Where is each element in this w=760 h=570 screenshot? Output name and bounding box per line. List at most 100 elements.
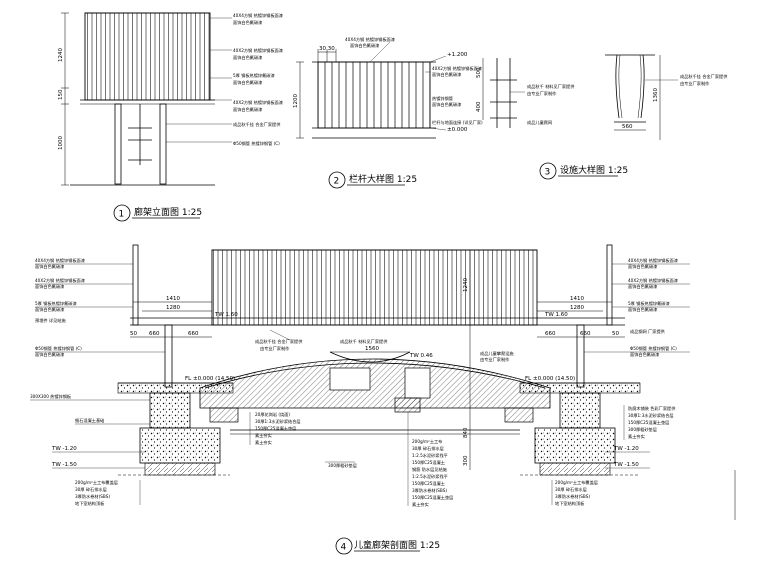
note-v2-3: 40X2方钢 热镀锌钢板面漆 bbox=[432, 65, 482, 72]
view-1-number: 1 bbox=[119, 210, 125, 220]
level-1200: +1.200 bbox=[447, 52, 468, 58]
note-sec-r5: 5厚 钢板热镀锌氟碳漆 bbox=[628, 300, 670, 307]
dim-1280-right: 1280 bbox=[570, 305, 584, 311]
note-sec-c6: 20厚花岗岩 (烧面) bbox=[255, 411, 290, 418]
view-4-title: 儿童廊架剖面图 1:25 bbox=[354, 539, 440, 551]
note-sec-c18: 150厚C25混凝土 bbox=[412, 480, 445, 487]
note-sec-c4: 成品儿童攀爬设施 bbox=[480, 350, 514, 357]
note-v2-1: 40X4方钢 热镀锌钢板面漆 bbox=[345, 36, 395, 43]
note-v3-1: 成品秋千 材料见厂家提供 bbox=[527, 83, 574, 90]
dim-300: 300 bbox=[463, 455, 469, 466]
dim-660-left-2: 660 bbox=[188, 331, 199, 337]
note-sec-l11: 细石混凝土基础 bbox=[75, 417, 104, 424]
level-fl-left: FL ±0.000 (14.50) bbox=[185, 376, 235, 382]
note-sec-l3: 40X2方钢 热镀锌钢板面漆 bbox=[35, 277, 85, 284]
note-sec-c9: 素土夯实 bbox=[255, 432, 272, 439]
note-sec-r9: 面饰白色氟碳漆 bbox=[630, 351, 659, 358]
note-sec-c11: 300厚粗砂垫层 bbox=[328, 462, 357, 469]
dim-660-right-2: 660 bbox=[580, 331, 591, 337]
note-sec-r8: Φ50钢管 热镀锌钢管 (C) bbox=[630, 345, 677, 352]
note-sec-lb2: 30厚 碎石排水层 bbox=[75, 486, 107, 493]
dim-150: 150 bbox=[58, 89, 64, 100]
note-sec-r11: 30厚1:3水泥砂浆结合层 bbox=[628, 412, 674, 419]
note-sec-l4: 面饰白色氟碳漆 bbox=[35, 283, 64, 290]
note-sec-c20: 150厚C25混凝土垫层 bbox=[412, 494, 453, 501]
note-v2-2: 面饰白色氟碳漆 bbox=[350, 42, 379, 49]
view-4-section: 1410 1280 1410 1280 50 660 660 660 660 5… bbox=[30, 244, 736, 555]
note-sec-l1: 40X4方钢 热镀锌钢板面漆 bbox=[35, 257, 85, 264]
note-v1-9: 成品秋千挂 合金厂家提供 bbox=[233, 121, 280, 128]
level-tw-1-20-right: TW -1.20 bbox=[613, 446, 639, 452]
dim-1280-left: 1280 bbox=[166, 305, 180, 311]
note-v1-5: 5厚 钢板热镀锌氟碳漆 bbox=[233, 72, 275, 79]
note-sec-c12: 200g/m²土工布 bbox=[412, 438, 442, 445]
note-sec-l8: Φ50钢管 热镀锌钢管 (C) bbox=[35, 345, 82, 352]
view-3-facility-detail: 500 400 成品秋千 材料见厂家提供 由专业厂家制作 成品儿童爬网 560 … bbox=[476, 54, 727, 180]
view-4-number: 4 bbox=[341, 543, 347, 553]
note-sec-l10: 300X300 热镀锌钢板 bbox=[30, 393, 72, 400]
note-sec-c16: 钢筋 防水层见结施 bbox=[412, 466, 448, 473]
note-v2-7: 栏杆与地面连接 (详见厂家) bbox=[432, 119, 483, 126]
note-v3-2: 由专业厂家制作 bbox=[527, 90, 557, 97]
dim-660-left: 660 bbox=[149, 331, 160, 337]
note-v1-6: 面饰白色氟碳漆 bbox=[233, 79, 262, 86]
note-sec-c1: 成品秋千挂 合金厂家提供 bbox=[255, 338, 302, 345]
note-sec-r10: 防腐木铺装 色彩厂家提供 bbox=[628, 405, 675, 412]
level-tw-1-50-right: TW -1.50 bbox=[613, 462, 639, 468]
dim-500: 500 bbox=[476, 67, 482, 78]
dim-560: 560 bbox=[622, 124, 633, 130]
note-v1-7: 40X2方钢 热镀锌钢板面漆 bbox=[233, 99, 283, 106]
note-sec-rb4: 地下室结构顶板 bbox=[555, 500, 585, 507]
note-sec-r2: 面饰白色氟碳漆 bbox=[628, 263, 657, 270]
note-v1-3: 40X2方钢 热镀锌钢板面漆 bbox=[233, 47, 283, 54]
note-v3-3: 成品儿童爬网 bbox=[527, 119, 552, 126]
note-v3-4: 成品秋千挂 合金厂家提供 bbox=[680, 73, 727, 80]
level-tw-1-60-right: TW 1.60 bbox=[544, 312, 568, 318]
note-sec-lb3: 3厚防水卷材(SBS) bbox=[75, 493, 110, 500]
dim-50-right: 50 bbox=[612, 331, 619, 337]
note-sec-c2: 由专业厂家制作 bbox=[260, 345, 290, 352]
view-2-title: 栏杆大样图 1:25 bbox=[349, 173, 417, 185]
level-tw-0-46: TW 0.46 bbox=[409, 353, 433, 359]
note-sec-c5: 由专业厂家制作 bbox=[480, 356, 510, 363]
level-0: ±0.000 bbox=[447, 127, 468, 133]
level-fl-right: FL ±0.000 (14.50) bbox=[525, 376, 575, 382]
note-v1-4: 面饰白色氟碳漆 bbox=[233, 54, 262, 61]
note-sec-l9: 面饰白色氟碳漆 bbox=[35, 351, 64, 358]
dim-1240-sec: 1240 bbox=[463, 278, 469, 292]
level-tw-1-50-left: TW -1.50 bbox=[51, 462, 77, 468]
view-1-title: 廊架立面图 1:25 bbox=[134, 206, 202, 218]
dim-1240: 1240 bbox=[58, 48, 64, 62]
note-sec-rb3: 3厚防水卷材(SBS) bbox=[555, 493, 590, 500]
note-v1-2: 面饰白色氟碳漆 bbox=[233, 19, 262, 26]
dim-1200: 1200 bbox=[293, 94, 299, 108]
level-tw-1-60-left: TW 1.60 bbox=[214, 312, 238, 318]
note-sec-l7: 预埋件 详见结施 bbox=[35, 317, 66, 324]
dim-1560: 1560 bbox=[365, 346, 379, 352]
note-sec-l2: 面饰白色氟碳漆 bbox=[35, 263, 64, 270]
dim-840: 840 bbox=[463, 427, 469, 438]
note-sec-r7: 成品钢网 厂家提供 bbox=[630, 328, 665, 335]
note-sec-r6: 面饰白色氟碳漆 bbox=[628, 306, 657, 313]
note-sec-c14: 1:2.5水泥砂浆找平 bbox=[412, 452, 448, 459]
note-v3-5: 由专业厂家制作 bbox=[680, 80, 710, 87]
note-sec-r4: 面饰白色氟碳漆 bbox=[628, 283, 657, 290]
note-v1-10: Φ50钢管 热镀锌钢管 (C) bbox=[233, 140, 280, 147]
view-3-title: 设施大样图 1:25 bbox=[560, 164, 628, 176]
view-3-number: 3 bbox=[545, 168, 551, 178]
dim-400: 400 bbox=[476, 101, 482, 112]
note-v1-8: 面饰白色氟碳漆 bbox=[233, 106, 262, 113]
note-sec-c17: 1:2.5水泥砂浆找平 bbox=[412, 473, 448, 480]
note-sec-c3: 成品秋千 材料见厂家提供 bbox=[340, 338, 387, 345]
note-sec-c10: 素土夯实 bbox=[255, 439, 272, 446]
dim-1360: 1360 bbox=[653, 88, 659, 102]
note-sec-c19: 3厚防水卷材(SBS) bbox=[412, 487, 447, 494]
note-sec-lb1: 200g/m²土工布覆盖层 bbox=[75, 479, 118, 486]
dim-660-right: 660 bbox=[545, 331, 556, 337]
note-v1-1: 40X4方钢 热镀锌钢板面漆 bbox=[233, 12, 283, 19]
dim-1410-left: 1410 bbox=[166, 296, 180, 302]
note-sec-l5: 5厚 钢板热镀锌氟碳漆 bbox=[35, 300, 77, 307]
note-sec-c15: 150厚C25混凝土 bbox=[412, 459, 445, 466]
note-sec-r14: 素土夯实 bbox=[628, 433, 645, 440]
note-sec-c8: 150厚C25混凝土垫层 bbox=[255, 425, 296, 432]
